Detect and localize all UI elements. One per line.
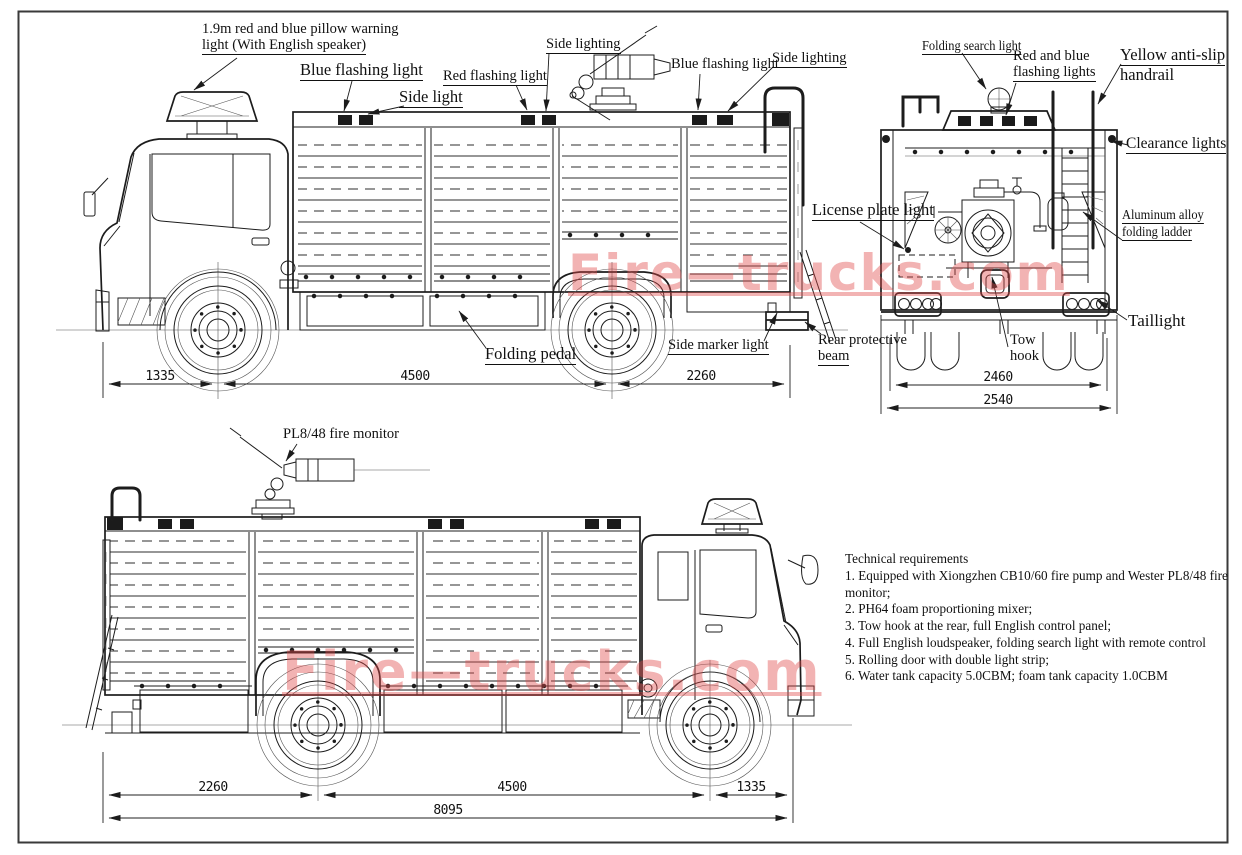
dim-front-overhang-top: 1335 (145, 369, 175, 384)
label-folding-pedal: Folding pedal (485, 344, 577, 366)
dim-rear-overhang-bottom: 2260 (198, 780, 228, 795)
watermark-top: Fire—trucks.com (568, 244, 1070, 302)
side-view-drawing (56, 25, 848, 399)
dim-wheelbase-top: 4500 (400, 369, 430, 384)
label-side-lighting-left: Side lighting (546, 36, 621, 55)
dim-overall-length: 8095 (433, 803, 463, 818)
label-side-marker-light: Side marker light (668, 337, 769, 356)
dim-rear-overhang-top: 2260 (686, 369, 716, 384)
label-text: beam (818, 348, 850, 367)
label-aluminum-folding-ladder: Aluminum alloy folding ladder (1122, 207, 1204, 242)
bottom-side-view-drawing (62, 427, 852, 801)
label-text: Yellow anti-slip (1120, 45, 1226, 67)
dimension-lines (102, 315, 1118, 823)
label-text: folding ladder (1122, 224, 1193, 242)
label-text: light (With English speaker) (202, 37, 367, 56)
tech-requirement-item: 5. Rolling door with double light strip; (845, 651, 1050, 667)
label-blue-flashing-light-mid: Blue flashing light (671, 56, 779, 72)
label-side-lighting-right: Side lighting (772, 50, 847, 69)
dim-front-overhang-bottom: 1335 (736, 780, 766, 795)
label-blue-flashing-light-left: Blue flashing light (300, 60, 423, 82)
label-red-flashing-light: Red flashing light (443, 68, 547, 87)
rear-view-drawing (880, 87, 1118, 371)
label-text: flashing lights (1013, 64, 1096, 83)
tech-requirements-title: Technical requirements (845, 551, 969, 566)
tech-requirement-item: 3. Tow hook at the rear, full English co… (845, 618, 1112, 634)
frame-border (17, 10, 1229, 844)
label-fire-monitor: PL8/48 fire monitor (283, 426, 399, 442)
label-clearance-lights: Clearance lights (1126, 135, 1227, 155)
label-text: Aluminum alloy (1122, 207, 1204, 225)
tech-requirement-item: 6. Water tank capacity 5.0CBM; foam tank… (845, 668, 1168, 684)
label-red-blue-flashing-lights: Red and blue flashing lights (1013, 48, 1096, 83)
tech-requirement-item: 2. PH64 foam proportioning mixer; (845, 601, 1033, 617)
label-license-plate-light: License plate light (812, 200, 934, 222)
technical-requirements: Technical requirements 1. Equipped with … (845, 551, 1230, 685)
tech-requirement-item: 4. Full English loudspeaker, folding sea… (845, 634, 1206, 650)
label-text: Rear protective (818, 332, 907, 348)
dim-track-width: 2460 (983, 370, 1013, 385)
dim-overall-width: 2540 (983, 393, 1013, 408)
label-tow-hook: Tow hook (1010, 332, 1039, 364)
label-yellow-anti-slip-handrail: Yellow anti-slip handrail (1120, 45, 1226, 85)
label-text: hook (1010, 348, 1039, 365)
label-folding-search-light: Folding search light (922, 38, 1022, 56)
label-taillight: Taillight (1128, 311, 1186, 330)
label-rear-protective-beam: Rear protective beam (818, 332, 907, 367)
label-text: Red and blue (1013, 48, 1090, 64)
label-text: Tow (1010, 332, 1036, 348)
label-side-light: Side light (399, 87, 463, 109)
watermark-bottom: Fire—trucks.com (282, 640, 822, 703)
label-text: 1.9m red and blue pillow warning (202, 21, 399, 37)
label-pillow-warning-light: 1.9m red and blue pillow warning light (… (202, 21, 399, 56)
leader-lines (193, 52, 1129, 462)
dim-wheelbase-bottom: 4500 (497, 780, 527, 795)
label-text: handrail (1120, 65, 1175, 85)
tech-requirement-item: 1. Equipped with Xiongzhen CB10/60 fire … (845, 567, 1228, 600)
